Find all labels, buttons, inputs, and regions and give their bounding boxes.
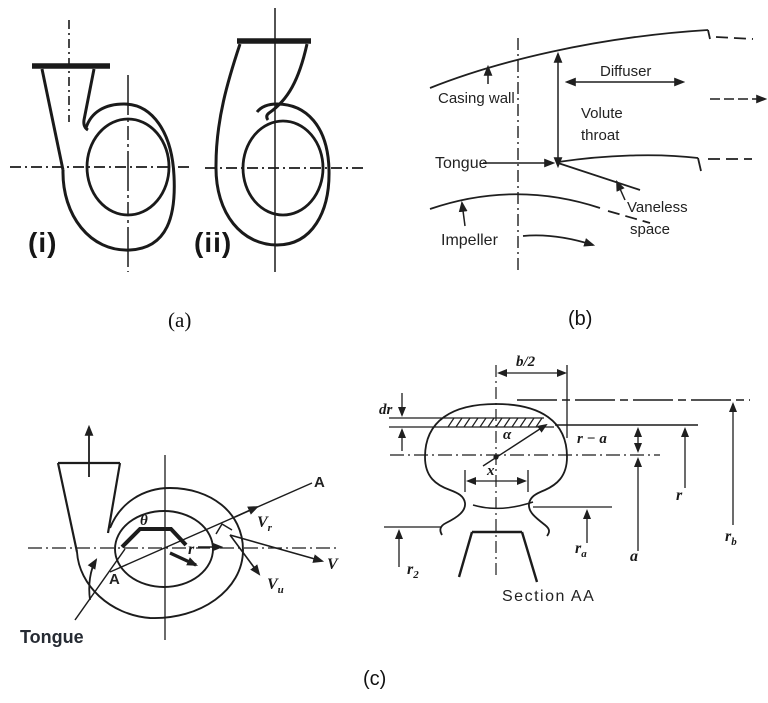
volute-ii-sketch [205,8,366,272]
section-line-arrow [234,506,260,518]
impeller-pointer-arrow [458,200,468,227]
vector-V-label: V [327,556,338,573]
section-aa-label: Section AA [502,588,596,605]
vector-Vu [229,534,261,576]
volute-section-left-neck [424,456,466,536]
vaneless-line1: Vaneless [627,199,688,216]
vector-V [229,534,325,563]
x-dimension [464,470,529,492]
a-label: a [630,548,638,565]
section-A-upper-label: A [314,474,325,491]
volute-section-top [424,403,568,458]
b-half-label: b/2 [516,354,536,370]
impeller-shroud-arc [472,501,534,510]
section-line-AA [109,482,313,573]
section-A-lower-label: A [109,571,120,588]
vaneless-line2: space [630,221,671,238]
impeller-arc [429,193,601,210]
casing-wall-curve [429,29,709,89]
strip-element [389,417,554,428]
tongue-label-c: Tongue [20,627,84,647]
vector-Vu-label: Vu [267,576,284,597]
theta-bold-arrow [169,551,198,567]
volute-i-sketch [10,20,192,272]
casing-wall-label: Casing wall [438,90,515,107]
theta-angle-marker [120,527,188,549]
volute-throat-line2: throat [581,127,620,144]
rb-label: rb [725,528,737,549]
impeller-circle [114,510,214,588]
right-angle-marker [215,522,233,535]
impeller-arc-dashed [607,210,651,224]
vaneless-space-label: Vaneless space [627,197,688,241]
volute-outer-spiral [76,487,244,619]
x-label: x [487,463,495,479]
alpha-radius-arrow [482,423,548,467]
casing-wall-dashed-extension [715,36,754,40]
vector-Vr-label: Vr [257,514,272,535]
volute-throat-label: Volute throat [581,103,623,147]
tongue-label-b: Tongue [435,155,488,172]
panel-c-right-drawing [384,365,750,583]
volute-section-right-neck [528,456,568,537]
panel-a-caption: (a) [168,308,192,332]
panel-a-drawing [10,8,366,272]
casing-wall-end-tick [707,29,711,40]
panel-b-drawing [429,29,768,272]
volute-throat-line1: Volute [581,105,623,122]
channel-flow-arrow [87,558,98,601]
tongue-underside-line [557,162,641,191]
tongue-leader-line [74,548,126,621]
radius-r-label: r [188,541,195,558]
r-minus-a-label: r − a [577,431,607,447]
impeller-label: Impeller [441,232,498,249]
ra-label: ra [575,540,587,561]
section-center-dot [493,454,499,460]
r-label: r [676,487,683,504]
diffuser-label: Diffuser [600,63,652,80]
volute-lower-wall [557,154,699,163]
panel-c-caption: (c) [363,668,387,690]
volute-i-label: (i) [28,227,58,258]
volute-ii-label: (ii) [194,227,233,258]
dr-label: dr [379,402,393,418]
lower-wall-end-tick [697,157,702,172]
r2-label: r2 [407,561,419,582]
vaneless-space-pointer-arrow [616,179,626,201]
flow-direction-arrow [522,234,596,247]
panel-b-caption: (b) [568,308,593,330]
impeller-hub-section [457,530,539,583]
theta-label: θ [140,513,148,529]
alpha-label: α [503,427,512,443]
panel-c-left-drawing [28,424,337,640]
